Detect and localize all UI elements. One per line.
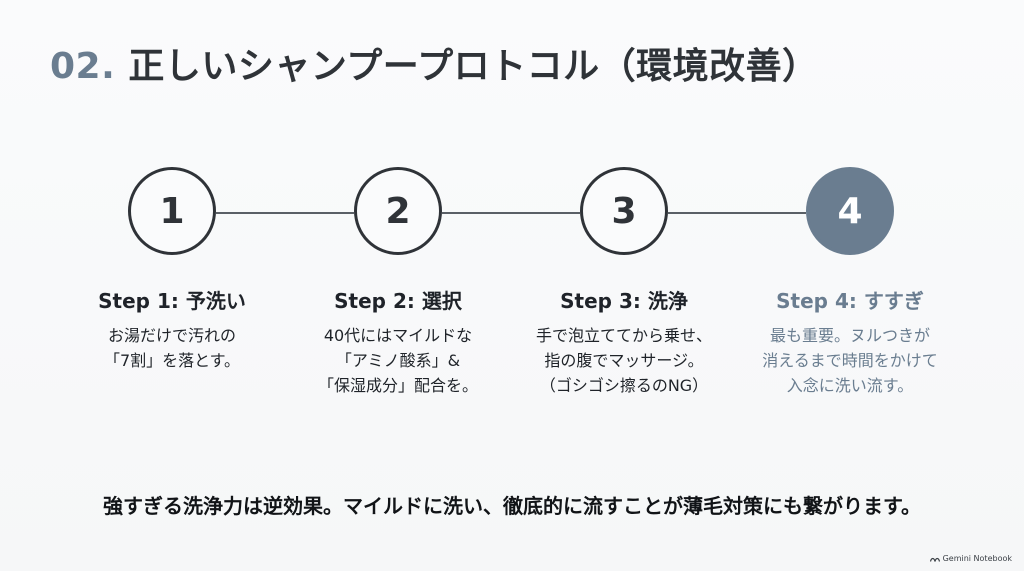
step-2-description: 40代にはマイルドな 「アミノ酸系」& 「保湿成分」配合を。 [288,324,508,398]
step-4-line: 消えるまで時間をかけて [762,350,938,370]
step-3-circle: 3 [580,167,668,255]
step-2-title: Step 2: 選択 [334,289,462,313]
step-3-line: 指の腹でマッサージ。 [544,350,704,370]
step-1-circle: 1 [128,167,216,255]
step-3-description: 手で泡立ててから乗せ、 指の腹でマッサージ。 （ゴシゴシ擦るのNG） [514,324,734,398]
step-4-number: 4 [837,190,863,232]
summary-text: 強すぎる洗浄力は逆効果。マイルドに洗い、徹底的に流すことが薄毛対策にも繋がります… [103,494,921,518]
step-2-line: 40代にはマイルドな [323,326,473,345]
step-3-line: 手で泡立ててから乗せ、 [535,326,712,345]
brand-label: Gemini Notebook [942,554,1012,563]
title-number: 02. [50,46,116,87]
step-2-circle: 2 [354,167,442,255]
step-2-line: 「保湿成分」配合を。 [317,375,478,395]
step-2-line: 「アミノ酸系」& [335,350,461,370]
connector-line [216,212,354,214]
step-4-line: 入念に洗い流す。 [786,375,914,395]
step-1-line: お湯だけで汚れの [107,326,236,345]
title-text: 正しいシャンプープロトコル（環境改善） [128,46,819,87]
step-4-line: 最も重要。ヌルつきが [769,326,930,345]
step-4-title: Step 4: すすぎ [776,289,924,313]
step-1-line: 「7割」を落とす。 [103,350,241,370]
page-title: 02. 正しいシャンプープロトコル（環境改善） [50,46,819,87]
step-3-line: （ゴシゴシ擦るのNG） [539,375,709,395]
step-1-number: 1 [159,190,185,232]
step-2-number: 2 [385,190,411,232]
connector-line [442,212,580,214]
step-1-description: お湯だけで汚れの 「7割」を落とす。 [62,324,282,374]
step-4-circle: 4 [806,167,894,255]
step-3-number: 3 [611,190,637,232]
step-4-description: 最も重要。ヌルつきが 消えるまで時間をかけて 入念に洗い流す。 [740,324,960,398]
step-1-title: Step 1: 予洗い [98,289,246,313]
brand-watermark: Gemini Notebook [929,554,1012,563]
connector-line [668,212,806,214]
step-3-title: Step 3: 洗浄 [560,289,688,313]
notebook-logo-icon [929,557,940,562]
